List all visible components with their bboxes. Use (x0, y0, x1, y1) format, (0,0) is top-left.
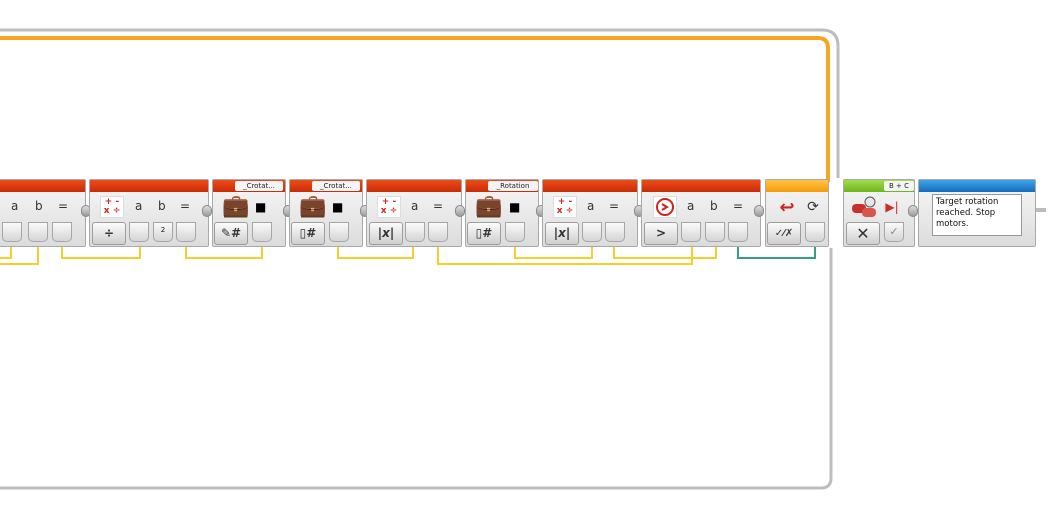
move-motors-icon (850, 196, 880, 219)
variable-mode-read-number[interactable]: ▯# (467, 222, 501, 245)
output-plug[interactable] (728, 222, 748, 242)
math-operations-icon: + -x ÷ (377, 196, 401, 218)
loop-exit-mode-selector[interactable]: ✓⁄✗ (767, 222, 801, 245)
input-a-label: a (587, 199, 595, 213)
input-a-plug[interactable] (405, 222, 425, 242)
output-label: = (733, 199, 744, 213)
loop-frame-outline (0, 28, 840, 490)
motor-mode-selector[interactable]: ✕ (846, 222, 880, 245)
math-block-header (90, 180, 208, 192)
output-label: = (609, 199, 620, 213)
variable-name-tag[interactable]: _Crotat... (235, 181, 283, 191)
output-label: = (433, 199, 444, 213)
variable-block-1[interactable]: _Crotat... (212, 179, 286, 247)
compare-mode-selector[interactable]: > (644, 222, 678, 245)
small-briefcase-icon: ■ (255, 200, 267, 214)
loop-interrupt-icon: ↩ (779, 197, 795, 218)
number-data-wires (0, 242, 717, 265)
input-a-label: a (11, 199, 19, 213)
sequence-plug (908, 205, 918, 217)
loop-exit-block-header (766, 180, 828, 192)
input-a-label: a (687, 199, 695, 213)
input-b-plug[interactable] (28, 222, 48, 242)
math-mode-selector[interactable]: |x| (545, 222, 579, 245)
small-briefcase-icon: ■ (509, 200, 521, 214)
output-label: = (58, 199, 69, 213)
loop-sequence-wire (0, 36, 830, 182)
value-input-plug[interactable] (252, 222, 272, 242)
sequence-plug (455, 205, 465, 217)
logic-input-plug[interactable] (805, 222, 825, 242)
input-b-plug[interactable] (705, 222, 725, 242)
check-icon: ✓ (889, 225, 899, 238)
logic-data-wire (737, 242, 816, 259)
compare-block-header (642, 180, 760, 192)
input-b-label: b (35, 199, 43, 213)
input-a-plug[interactable] (129, 222, 149, 242)
output-plug[interactable] (52, 222, 72, 242)
math-mode-selector[interactable]: |x| (369, 222, 403, 245)
math-block-header (367, 180, 461, 192)
sequence-out-arrow (1036, 208, 1046, 212)
input-b-label: b (158, 199, 166, 213)
stop-action-icon: ▶| (885, 200, 899, 214)
comment-text[interactable]: Target rotation reached. Stop motors. (932, 194, 1022, 236)
input-a-plug[interactable] (582, 222, 602, 242)
math-mode-selector[interactable]: ÷ (92, 222, 126, 245)
input-a-label: a (411, 199, 419, 213)
input-a-plug[interactable] (2, 222, 22, 242)
compare-icon (653, 196, 677, 218)
math-operations-icon: + -x ÷ (553, 196, 577, 218)
value-output-plug[interactable] (505, 222, 525, 242)
briefcase-icon: 💼 (299, 194, 327, 219)
brake-input-plug[interactable]: ✓ (884, 222, 904, 242)
input-a-label: a (135, 199, 143, 213)
variable-name-tag[interactable]: _Rotation (488, 181, 538, 191)
comment-block-header (919, 180, 1035, 192)
briefcase-icon: 💼 (222, 194, 250, 219)
output-label: = (180, 199, 191, 213)
loop-cycle-icon: ⟳ (807, 199, 819, 215)
input-b-value-text: 2 (160, 226, 166, 234)
output-plug[interactable] (428, 222, 448, 242)
variable-mode-read-number[interactable]: ▯# (291, 222, 325, 245)
value-output-plug[interactable] (329, 222, 349, 242)
output-plug[interactable] (605, 222, 625, 242)
variable-name-tag[interactable]: _Crotat... (312, 181, 360, 191)
math-operations-icon: + -x ÷ (100, 196, 124, 218)
input-b-value[interactable]: 2 (153, 222, 173, 242)
input-a-plug[interactable] (681, 222, 701, 242)
motor-ports-tag[interactable]: B + C (884, 181, 914, 191)
sequence-plug (202, 205, 212, 217)
math-block-header (543, 180, 637, 192)
input-b-label: b (710, 199, 718, 213)
variable-mode-write-number[interactable]: ✎# (214, 222, 248, 245)
small-briefcase-icon: ■ (332, 200, 344, 214)
math-block-header (0, 180, 85, 192)
briefcase-icon: 💼 (475, 194, 503, 219)
output-plug[interactable] (176, 222, 196, 242)
sequence-plug (754, 205, 764, 217)
